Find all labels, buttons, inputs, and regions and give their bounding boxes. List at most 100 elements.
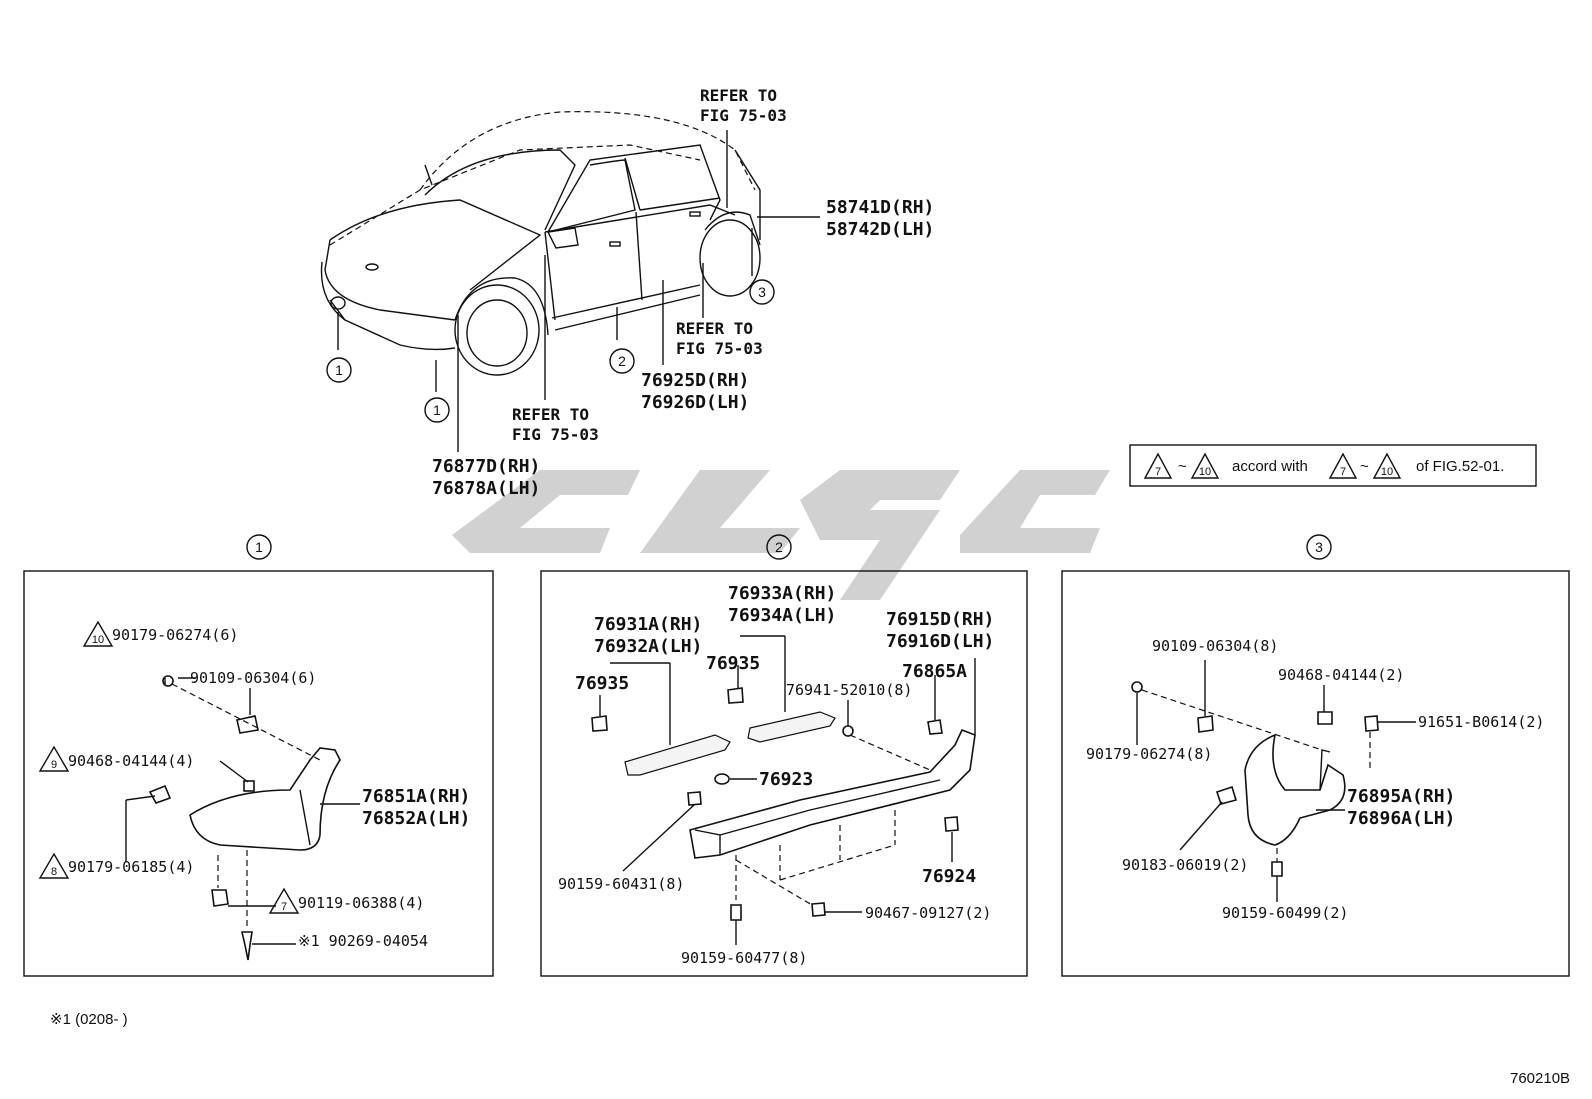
svg-text:10: 10 bbox=[1199, 466, 1211, 478]
refer-label-low-2: FIG 75-03 bbox=[512, 425, 599, 444]
svg-text:~: ~ bbox=[1360, 458, 1369, 475]
note-text-fig: of FIG.52-01. bbox=[1416, 458, 1504, 475]
part-90119-06388[interactable]: 90119-06388(4) bbox=[298, 894, 424, 912]
svg-text:1: 1 bbox=[335, 362, 343, 378]
svg-text:7: 7 bbox=[281, 901, 287, 913]
figure-code: 760210B bbox=[1510, 1070, 1570, 1087]
part-76916D[interactable]: 76916D(LH) bbox=[886, 631, 994, 652]
svg-text:1: 1 bbox=[255, 539, 263, 555]
bolt-91651-B0614[interactable] bbox=[1364, 715, 1379, 732]
part-76878[interactable]: 76878A(LH) bbox=[432, 478, 540, 499]
part-90269-04054[interactable]: ※1 90269-04054 bbox=[298, 932, 428, 950]
clip-76924[interactable] bbox=[944, 816, 959, 832]
screw-90269-04054[interactable] bbox=[240, 931, 253, 961]
car-overview bbox=[320, 111, 761, 376]
part-58741[interactable]: 58741D(RH) bbox=[826, 197, 934, 218]
callout-circle-3[interactable]: 3 bbox=[749, 279, 775, 305]
bracket-76933A[interactable] bbox=[747, 711, 836, 743]
bracket-76931A[interactable] bbox=[624, 734, 731, 776]
svg-text:3: 3 bbox=[1315, 539, 1323, 555]
part-76935-b[interactable]: 76935 bbox=[706, 653, 760, 674]
part-76877[interactable]: 76877D(RH) bbox=[432, 456, 540, 477]
part-76925[interactable]: 76925D(RH) bbox=[641, 370, 749, 391]
callout-circle-2[interactable]: 2 bbox=[609, 348, 635, 374]
panel-3: 3 90109-06304(8) 90468-04144(2) 91651-B0… bbox=[1061, 534, 1570, 977]
part-90109-06304-p1[interactable]: 90109-06304(6) bbox=[190, 669, 316, 687]
part-76851A[interactable]: 76851A(RH) bbox=[362, 786, 470, 807]
car-leaders bbox=[337, 130, 820, 452]
screw-90119-06388[interactable] bbox=[211, 889, 229, 907]
part-90183-06019[interactable]: 90183-06019(2) bbox=[1122, 856, 1248, 874]
part-76923[interactable]: 76923 bbox=[759, 769, 813, 790]
part-90468-04144-p1[interactable]: 90468-04144(4) bbox=[68, 752, 194, 770]
clip-76941[interactable] bbox=[842, 725, 854, 737]
clip-76865A[interactable] bbox=[927, 719, 943, 735]
refer-label-mid-2: FIG 75-03 bbox=[676, 339, 763, 358]
panel-2-number: 2 bbox=[766, 534, 792, 560]
refer-label-top-2: FIG 75-03 bbox=[700, 106, 787, 125]
screw-90109-06304-p3[interactable] bbox=[1197, 715, 1214, 733]
clip-76923[interactable] bbox=[714, 773, 730, 785]
svg-text:2: 2 bbox=[618, 353, 626, 369]
svg-text:7: 7 bbox=[1155, 466, 1161, 478]
part-76915D[interactable]: 76915D(RH) bbox=[886, 609, 994, 630]
svg-text:10: 10 bbox=[92, 634, 104, 646]
part-90159-60431[interactable]: 90159-60431(8) bbox=[558, 875, 684, 893]
part-76941-52010[interactable]: 76941-52010(8) bbox=[786, 681, 912, 699]
part-76933A[interactable]: 76933A(RH) bbox=[728, 583, 836, 604]
part-90467-09127[interactable]: 90467-09127(2) bbox=[865, 904, 991, 922]
svg-text:8: 8 bbox=[51, 866, 57, 878]
panel-2: 2 bbox=[540, 534, 1028, 977]
mudguard-rear[interactable] bbox=[1244, 733, 1346, 846]
screw-90159-60499[interactable] bbox=[1271, 861, 1283, 877]
part-90179-06185[interactable]: 90179-06185(4) bbox=[68, 858, 194, 876]
part-90159-60477[interactable]: 90159-60477(8) bbox=[681, 949, 807, 967]
nut-90468-04144[interactable] bbox=[243, 780, 255, 792]
mudguard-front[interactable] bbox=[189, 747, 341, 851]
callout-circle-1b[interactable]: 1 bbox=[424, 397, 450, 423]
panel-1: 1 10 90179-06274(6) 90109-06304(6) 9 bbox=[23, 534, 494, 977]
part-91651-B0614[interactable]: 91651-B0614(2) bbox=[1418, 713, 1544, 731]
note-text-accord: accord with bbox=[1232, 458, 1308, 475]
part-76926[interactable]: 76926D(LH) bbox=[641, 392, 749, 413]
part-76932A[interactable]: 76932A(LH) bbox=[594, 636, 702, 657]
screw-90159-60431[interactable] bbox=[687, 791, 702, 806]
svg-text:10: 10 bbox=[1381, 466, 1393, 478]
part-58742[interactable]: 58742D(LH) bbox=[826, 219, 934, 240]
screw-90109-06304[interactable] bbox=[236, 715, 259, 734]
part-76924[interactable]: 76924 bbox=[922, 866, 976, 887]
svg-text:7: 7 bbox=[1340, 466, 1346, 478]
panel-3-number: 3 bbox=[1306, 534, 1332, 560]
clip-90183-06019[interactable] bbox=[1215, 785, 1238, 805]
part-76931A[interactable]: 76931A(RH) bbox=[594, 614, 702, 635]
clip-90179-06185[interactable] bbox=[148, 784, 172, 804]
svg-text:9: 9 bbox=[51, 759, 57, 771]
part-90179-06274-p1[interactable]: 90179-06274(6) bbox=[112, 626, 238, 644]
part-76852A[interactable]: 76852A(LH) bbox=[362, 808, 470, 829]
part-76934A[interactable]: 76934A(LH) bbox=[728, 605, 836, 626]
screw-90159-60477[interactable] bbox=[730, 904, 742, 921]
svg-text:1: 1 bbox=[433, 402, 441, 418]
watermark-logo bbox=[452, 470, 1110, 600]
part-76895A[interactable]: 76895A(RH) bbox=[1347, 786, 1455, 807]
part-76896A[interactable]: 76896A(LH) bbox=[1347, 808, 1455, 829]
clip-76935-a[interactable] bbox=[591, 715, 608, 732]
part-90109-06304-p3[interactable]: 90109-06304(8) bbox=[1152, 637, 1278, 655]
nut-90468-04144-p3[interactable] bbox=[1317, 711, 1333, 725]
part-76935-a[interactable]: 76935 bbox=[575, 673, 629, 694]
part-90159-60499[interactable]: 90159-60499(2) bbox=[1222, 904, 1348, 922]
part-76865A[interactable]: 76865A bbox=[902, 661, 967, 682]
svg-text:3: 3 bbox=[758, 284, 766, 300]
footnote: ※1 (0208- ) bbox=[50, 1011, 128, 1028]
part-90179-06274-p3[interactable]: 90179-06274(8) bbox=[1086, 745, 1212, 763]
panel-1-number: 1 bbox=[246, 534, 272, 560]
part-90468-04144-p3[interactable]: 90468-04144(2) bbox=[1278, 666, 1404, 684]
callout-circle-1a[interactable]: 1 bbox=[326, 357, 352, 383]
fastener-90179-06274-p3[interactable] bbox=[1131, 681, 1143, 693]
note-box: 7 ~ 10 accord with 7 ~ 10 of FIG.52-01. bbox=[1129, 444, 1537, 487]
clip-76935-b[interactable] bbox=[727, 687, 744, 704]
rocker-panel[interactable] bbox=[689, 728, 976, 859]
screw-90467-09127[interactable] bbox=[811, 902, 826, 917]
